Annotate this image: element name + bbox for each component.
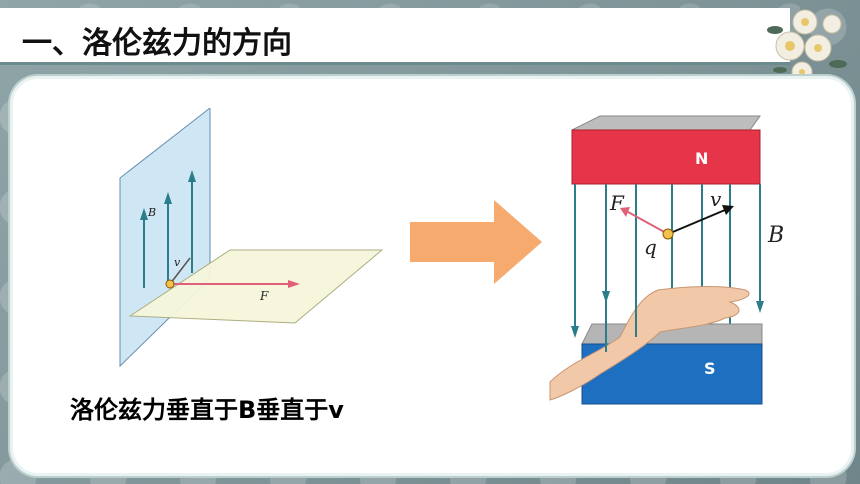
charge-point <box>662 228 674 240</box>
horizontal-plane <box>128 249 384 324</box>
label-q: q <box>644 235 657 259</box>
right-arrow-icon <box>410 200 542 284</box>
vertical-plane <box>119 108 211 368</box>
hand-illustration <box>549 286 750 401</box>
label-v: v <box>174 256 181 269</box>
title-bar: 一、洛伦兹力的方向 <box>0 8 790 65</box>
force-arrow <box>627 211 669 235</box>
right-diagram: N S F v q B <box>549 115 784 405</box>
label-f: F <box>609 191 625 215</box>
charge-point <box>165 279 175 289</box>
velocity-arrowhead <box>722 205 734 215</box>
label-b: B <box>147 206 156 219</box>
south-pole-label: S <box>704 359 716 378</box>
b-field-arrowhead <box>756 301 764 313</box>
north-pole-label: N <box>695 149 708 168</box>
north-magnet <box>571 129 761 185</box>
velocity-arrow <box>667 209 726 235</box>
label-v: v <box>710 187 722 211</box>
b-field-arrowhead <box>188 170 196 182</box>
caption-text: 洛伦兹力垂直于B垂直于v <box>70 396 344 424</box>
b-field-arrowhead <box>140 208 148 220</box>
force-arrowhead <box>288 280 300 288</box>
velocity-arrow <box>169 257 191 285</box>
label-f: F <box>259 289 269 303</box>
force-arrowhead <box>620 207 630 217</box>
b-field-arrowhead <box>164 192 172 204</box>
b-field-arrowhead <box>571 326 579 338</box>
north-magnet-top <box>571 115 761 131</box>
left-diagram: B v F <box>119 108 384 368</box>
label-b: B <box>767 223 784 248</box>
slide-title: 一、洛伦兹力的方向 <box>22 26 292 61</box>
